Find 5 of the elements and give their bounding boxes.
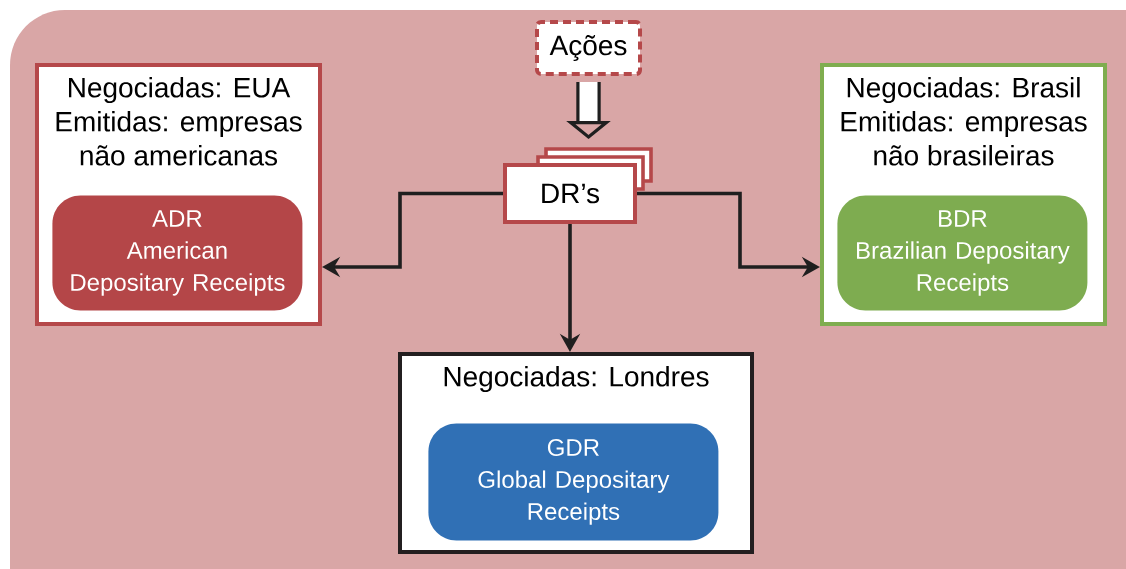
- receipt-box: GDR Global Depositary Receipts: [428, 423, 719, 541]
- receipt-box: ADR American Depositary Receipts: [52, 195, 303, 311]
- document-stack: DR’s: [503, 147, 653, 224]
- receipt-box: BDR Brazilian Depositary Receipts: [837, 195, 1088, 311]
- dashed-tag-box: Ações: [535, 20, 642, 76]
